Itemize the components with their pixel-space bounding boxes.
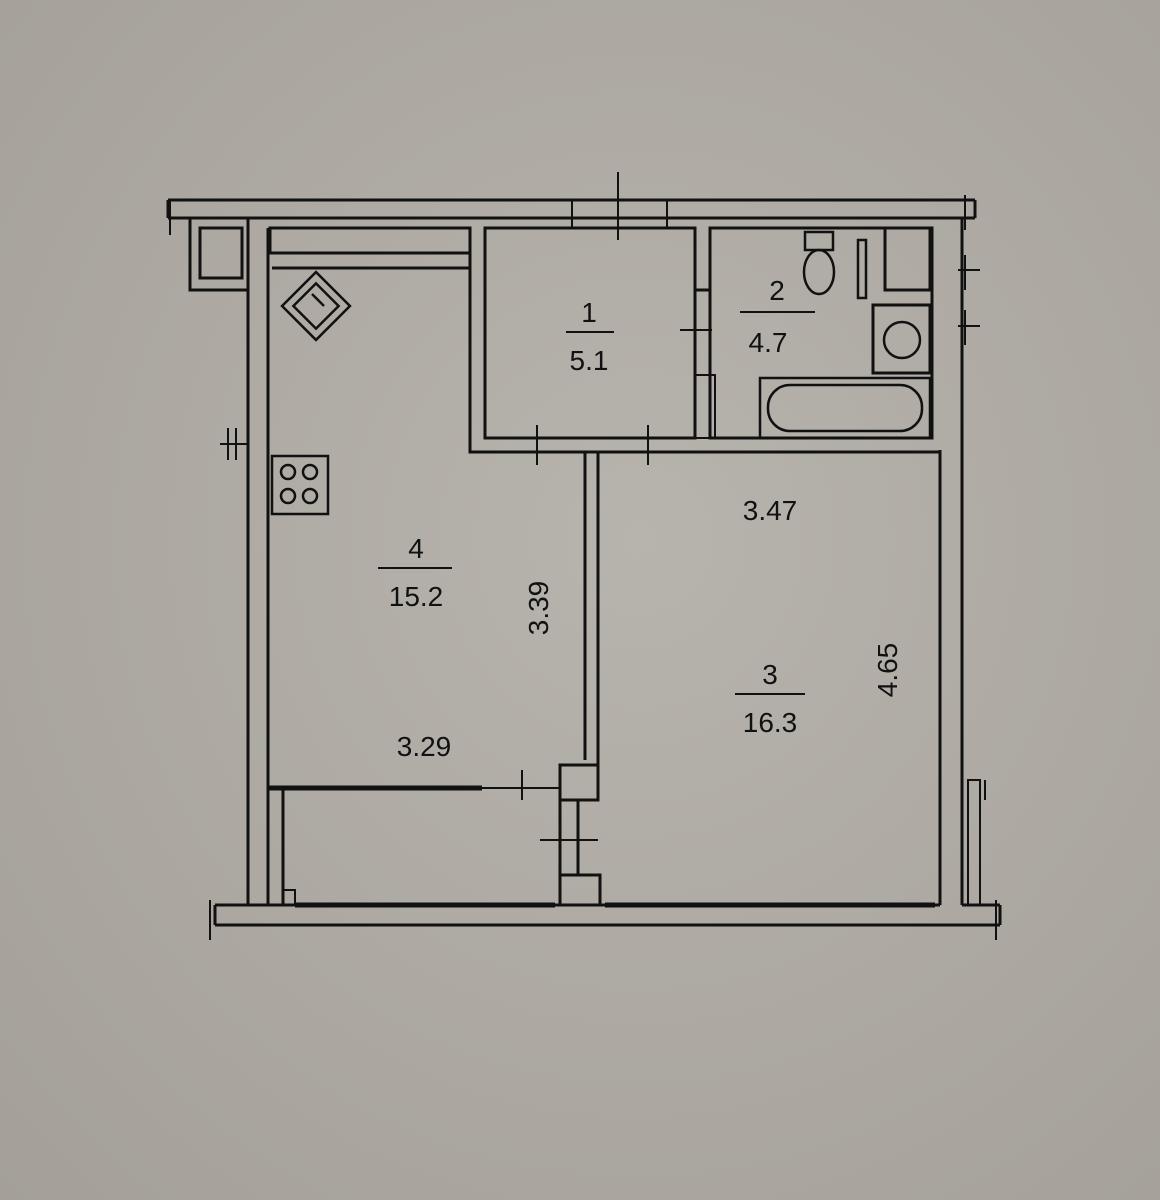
stove-icon [270, 454, 330, 516]
room-3-width-dimension: 3.47 [743, 495, 798, 526]
toilet-icon [802, 230, 836, 296]
sink-icon [882, 320, 922, 360]
wall-panel-icon [856, 238, 868, 300]
room-4-label: 4 15.2 [378, 533, 452, 612]
room-1-number: 1 [581, 297, 597, 328]
bathtub-icon [758, 376, 932, 440]
kitchen-sink-icon [280, 270, 352, 342]
room-4-walls [268, 452, 602, 908]
room-2-label: 2 4.7 [740, 275, 815, 358]
room-4-area: 15.2 [389, 581, 444, 612]
kitchen-width-dimension: 3.29 [397, 731, 452, 762]
room-2-area: 4.7 [749, 327, 788, 358]
room-1-area: 5.1 [570, 345, 609, 376]
room-2-number: 2 [769, 275, 785, 306]
room-4-number: 4 [408, 533, 424, 564]
room-1-label: 1 5.1 [566, 297, 614, 376]
room-3-label: 3 16.3 [735, 659, 805, 738]
wardrobe-strip [268, 226, 472, 255]
room-3-number: 3 [762, 659, 778, 690]
wall-ticks [169, 195, 997, 940]
room-3-depth-dimension: 4.65 [872, 643, 903, 698]
room-3-area: 16.3 [743, 707, 798, 738]
kitchen-depth-dimension: 3.39 [523, 581, 554, 636]
room-2-walls [694, 226, 934, 440]
room-1-walls [272, 172, 940, 465]
